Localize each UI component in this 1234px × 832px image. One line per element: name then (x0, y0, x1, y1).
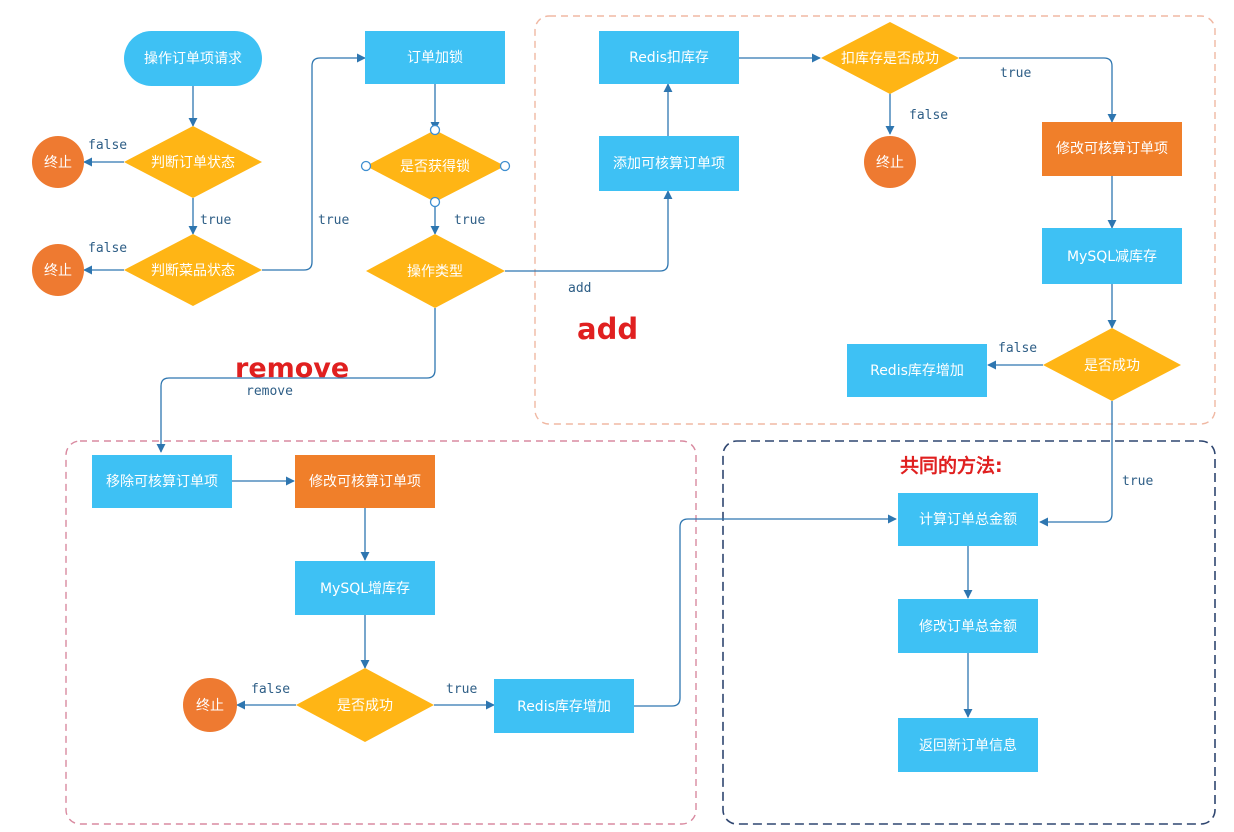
redis-deduct-text: Redis扣库存 (629, 50, 709, 66)
label-false-deduct: false (909, 108, 948, 123)
edges (83, 53, 1117, 718)
success-remove-decision (296, 668, 434, 742)
return-info-box (898, 718, 1038, 772)
edge-redis-increase-to-calc (634, 514, 897, 707)
add-section-label: add (577, 312, 638, 346)
mysql-decrease-box (1042, 228, 1182, 284)
calc-total-text: 计算订单总金额 (919, 512, 1017, 528)
redis-deduct-box (599, 31, 739, 84)
op-type-decision (366, 234, 505, 308)
handle-right (499, 160, 511, 172)
mysql-increase-text: MySQL增库存 (320, 581, 410, 597)
end-circle-1-text: 终止 (44, 155, 72, 171)
label-false-success-remove: false (251, 682, 290, 697)
add-item-text: 添加可核算订单项 (613, 156, 725, 172)
end-circle-1 (32, 136, 84, 188)
handle-top (429, 124, 441, 136)
label-remove: remove (246, 384, 293, 399)
common-section-border (722, 440, 1216, 825)
calc-total-box (898, 493, 1038, 546)
remove-section-label: remove (235, 353, 349, 384)
redis-increase-remove-text: Redis库存增加 (517, 699, 611, 715)
nodes: 操作订单项请求 判断订单状态 终止 判断菜品状态 终止 订单加锁 是否获得锁 操… (32, 22, 1182, 772)
remove-item-text: 移除可核算订单项 (106, 474, 218, 490)
modify-item-remove-box (295, 455, 435, 508)
label-true-success-remove: true (446, 682, 477, 697)
success-add-decision (1043, 328, 1181, 401)
success-remove-text: 是否成功 (337, 698, 393, 714)
handle-bottom (429, 196, 441, 208)
edge-labels: false true false true true add remove tr… (88, 66, 1153, 697)
common-section-label: 共同的方法: (900, 454, 1003, 477)
mysql-increase-box (295, 561, 435, 615)
end-circle-2 (32, 244, 84, 296)
start-terminal (124, 31, 262, 86)
check-order-decision (124, 126, 262, 198)
add-section-border (534, 15, 1216, 425)
end-circle-4 (183, 678, 237, 732)
lock-box (365, 31, 505, 84)
check-dish-text: 判断菜品状态 (151, 263, 235, 279)
op-type-text: 操作类型 (407, 264, 463, 280)
got-lock-decision (366, 130, 505, 202)
edge-check-dish-true (262, 53, 366, 271)
label-true-check-order: true (200, 213, 231, 228)
modify-total-text: 修改订单总金额 (919, 619, 1017, 635)
label-true-check-dish: true (318, 213, 349, 228)
label-false-check-order: false (88, 138, 127, 153)
lock-text: 订单加锁 (407, 50, 463, 66)
edge-success-add-true (1039, 401, 1113, 527)
label-true-deduct: true (1000, 66, 1031, 81)
handle-left (360, 160, 372, 172)
check-dish-decision (124, 234, 262, 306)
deduct-ok-decision (821, 22, 959, 94)
remove-section-border (65, 440, 697, 825)
end-circle-2-text: 终止 (44, 263, 72, 279)
edge-op-type-remove (156, 308, 436, 453)
modify-total-box (898, 599, 1038, 653)
mysql-decrease-text: MySQL减库存 (1067, 249, 1157, 265)
redis-increase-remove-box (494, 679, 634, 733)
modify-item-add-text: 修改可核算订单项 (1056, 141, 1168, 157)
remove-item-box (92, 455, 232, 508)
modify-item-remove-text: 修改可核算订单项 (309, 474, 421, 490)
start-terminal-text: 操作订单项请求 (144, 51, 242, 67)
add-item-box (599, 136, 739, 191)
label-true-success-add: true (1122, 474, 1153, 489)
redis-increase-add-text: Redis库存增加 (870, 363, 964, 379)
end-circle-3 (864, 136, 916, 188)
label-false-check-dish: false (88, 241, 127, 256)
label-add: add (568, 281, 591, 296)
success-add-text: 是否成功 (1084, 358, 1140, 374)
redis-increase-add-box (847, 344, 987, 397)
edge-deduct-ok-true (959, 57, 1117, 123)
check-order-text: 判断订单状态 (151, 155, 235, 171)
end-circle-4-text: 终止 (196, 698, 224, 714)
return-info-text: 返回新订单信息 (919, 737, 1017, 754)
deduct-ok-text: 扣库存是否成功 (841, 51, 939, 67)
end-circle-3-text: 终止 (876, 155, 904, 171)
modify-item-add-box (1042, 122, 1182, 176)
got-lock-text: 是否获得锁 (400, 158, 470, 175)
label-false-success-add: false (998, 341, 1037, 356)
label-true-got-lock: true (454, 213, 485, 228)
edge-op-type-add (505, 190, 673, 272)
